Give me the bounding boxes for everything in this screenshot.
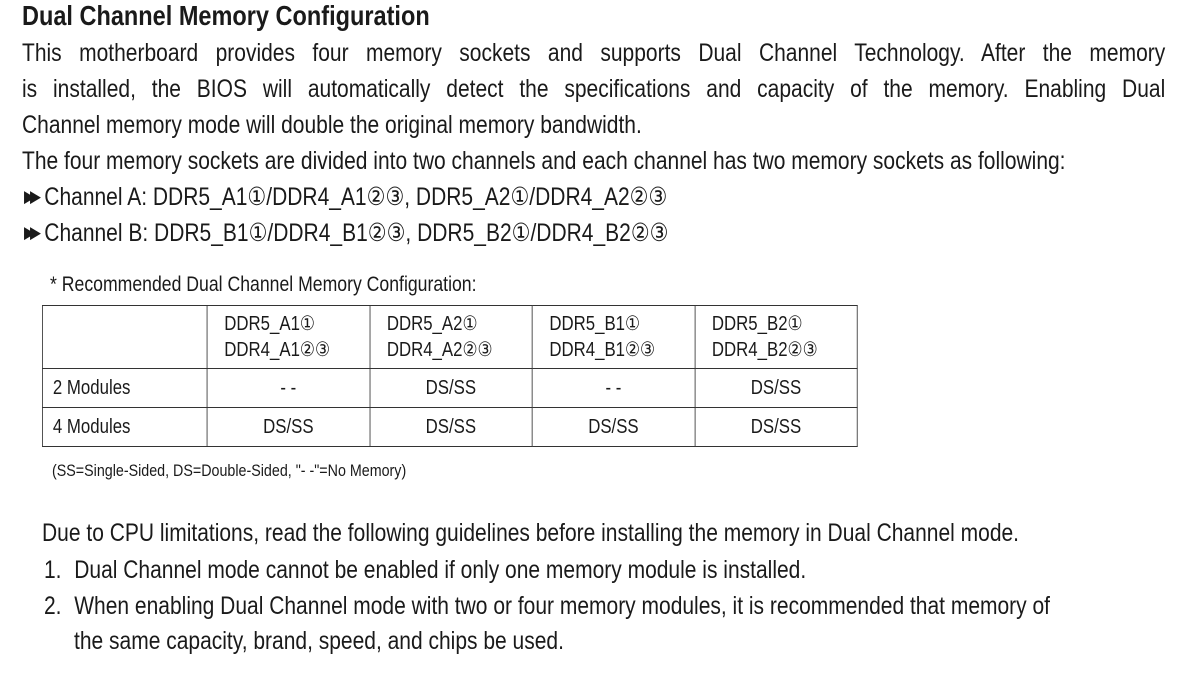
- guideline-text-cont: the same capacity, brand, speed, and chi…: [74, 627, 564, 655]
- table-cell: - -: [531, 368, 696, 408]
- table-cell: DS/SS: [694, 407, 858, 447]
- division-line: The four memory sockets are divided into…: [22, 147, 1066, 175]
- table-row: 2 Modules - - DS/SS - - DS/SS: [41, 368, 858, 408]
- table-cell: DS/SS: [206, 407, 371, 447]
- table-cell: DS/SS: [694, 368, 858, 408]
- table-corner-cell: [41, 305, 208, 369]
- double-arrow-right-icon: ▶▶: [24, 223, 41, 242]
- table-row: 4 Modules DS/SS DS/SS DS/SS DS/SS: [41, 407, 858, 447]
- table-cell: - -: [206, 368, 371, 408]
- table-cell: DS/SS: [369, 407, 533, 447]
- channel-b-item: ▶▶Channel B: DDR5_B1①/DDR4_B1②③, DDR5_B2…: [24, 215, 668, 251]
- table-cell: DS/SS: [531, 407, 696, 447]
- intro-line: is installed, the BIOS will automaticall…: [22, 75, 1166, 103]
- channel-a-text: Channel A: DDR5_A1①/DDR4_A1②③, DDR5_A2①/…: [44, 183, 668, 211]
- channel-a-item: ▶▶Channel A: DDR5_A1①/DDR4_A1②③, DDR5_A2…: [24, 179, 667, 215]
- intro-line: This motherboard provides four memory so…: [22, 39, 1166, 67]
- channel-b-text: Channel B: DDR5_B1①/DDR4_B1②③, DDR5_B2①/…: [44, 219, 669, 247]
- intro-line: Channel memory mode will double the orig…: [22, 111, 642, 139]
- row-label: 4 Modules: [41, 407, 208, 447]
- guideline-text: When enabling Dual Channel mode with two…: [74, 592, 1051, 620]
- table-note: (SS=Single-Sided, DS=Double-Sided, "- -"…: [52, 461, 407, 480]
- table-cell: DS/SS: [369, 368, 533, 408]
- guideline-text: Dual Channel mode cannot be enabled if o…: [74, 556, 807, 584]
- recommended-label: * Recommended Dual Channel Memory Config…: [50, 273, 477, 296]
- guideline-number: 2.: [44, 592, 62, 620]
- guideline-number: 1.: [44, 556, 62, 584]
- guideline-item: 2. When enabling Dual Channel mode with t…: [44, 588, 1050, 624]
- guideline-item: 1. Dual Channel mode cannot be enabled if…: [44, 552, 806, 588]
- row-label: 2 Modules: [41, 368, 208, 408]
- double-arrow-right-icon: ▶▶: [24, 187, 41, 206]
- guidelines-intro: Due to CPU limitations, read the followi…: [42, 519, 1020, 547]
- section-title: Dual Channel Memory Configuration: [22, 0, 430, 31]
